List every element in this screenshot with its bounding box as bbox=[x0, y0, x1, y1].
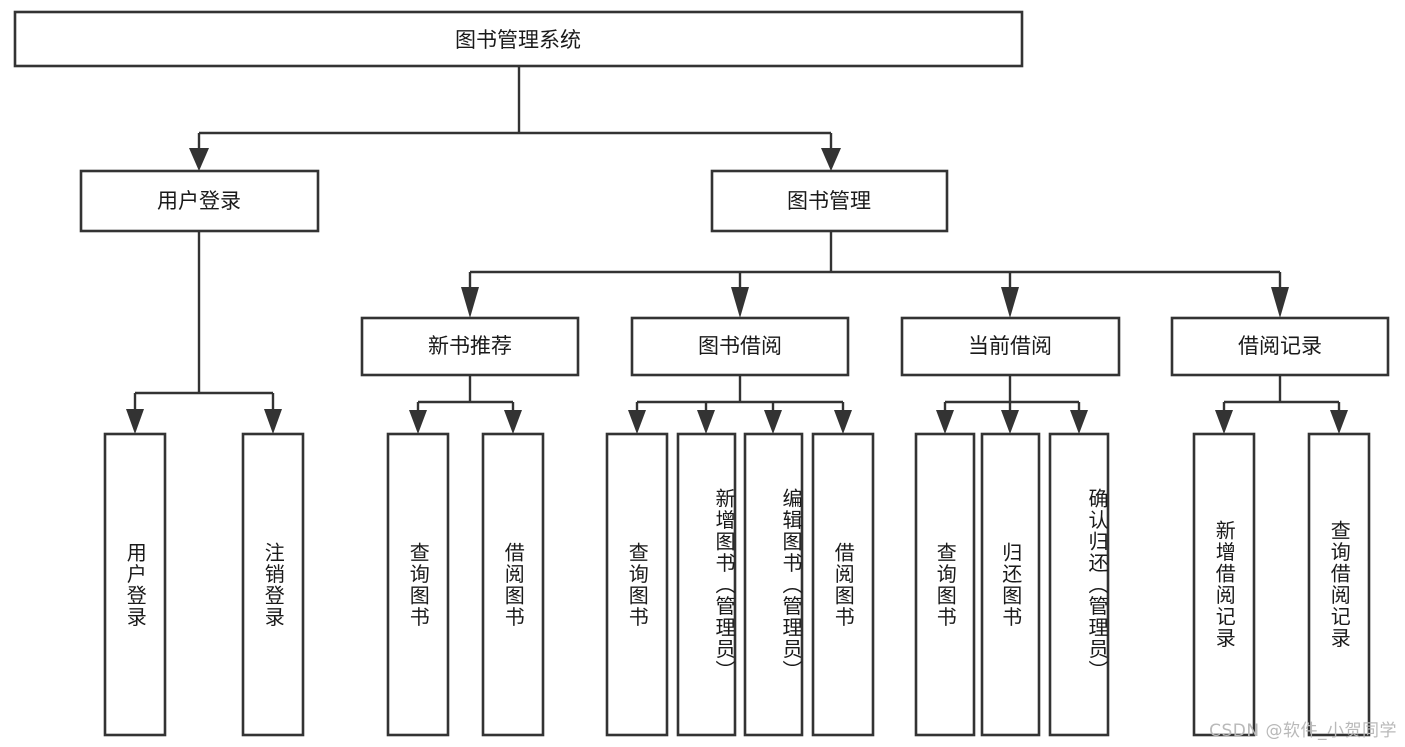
arrow-head-leaf-query-record bbox=[1330, 410, 1348, 434]
node-leaf-borrow-book-1-label: 借阅图书 bbox=[501, 541, 526, 628]
node-current-borrow-label: 当前借阅 bbox=[968, 334, 1052, 358]
arrow-head-book-borrow bbox=[731, 287, 749, 318]
node-leaf-user-login-label: 用户登录 bbox=[123, 541, 148, 628]
node-leaf-return-book-label: 归还图书 bbox=[998, 541, 1023, 628]
arrow-head-leaf-add-book bbox=[697, 410, 715, 434]
arrow-head-borrow-record bbox=[1271, 287, 1289, 318]
connector-group-book-management bbox=[461, 231, 1289, 318]
node-leaf-query-record-label: 查询借阅记录 bbox=[1327, 520, 1352, 649]
arrow-head-leaf-user-logout bbox=[264, 409, 282, 434]
node-book-borrow-label: 图书借阅 bbox=[698, 334, 782, 358]
node-leaf-user-logout-label: 注销登录 bbox=[261, 541, 286, 628]
arrow-head-leaf-edit-book bbox=[764, 410, 782, 434]
connector-group-book-borrow bbox=[628, 375, 852, 434]
connector-group-root bbox=[189, 66, 841, 171]
node-borrow-record-label: 借阅记录 bbox=[1238, 334, 1322, 358]
connector-group-current-borrow bbox=[936, 375, 1088, 434]
node-book-management[interactable]: 图书管理 bbox=[710, 169, 949, 233]
node-leaf-query-book-2-label: 查询图书 bbox=[625, 541, 650, 628]
node-user-login-box[interactable] bbox=[79, 169, 320, 233]
node-leaf-confirm-return-label: 确认归还（管理员） bbox=[1085, 488, 1109, 682]
node-book-management-label: 图书管理 bbox=[787, 189, 871, 213]
node-leaf-borrow-book-2-label: 借阅图书 bbox=[831, 541, 856, 628]
node-leaf-query-book-3-box[interactable] bbox=[914, 432, 976, 737]
node-leaf-query-book-3-label: 查询图书 bbox=[933, 541, 958, 628]
node-leaf-add-book-label: 新增图书（管理员） bbox=[712, 488, 736, 682]
node-user-login[interactable]: 用户登录 bbox=[79, 169, 320, 233]
arrow-head-current-borrow bbox=[1001, 287, 1019, 318]
node-book-borrow[interactable]: 图书借阅 bbox=[630, 316, 850, 377]
node-leaf-add-record-box[interactable] bbox=[1192, 432, 1256, 737]
node-current-borrow-box[interactable] bbox=[900, 316, 1121, 377]
node-leaf-borrow-book-2-box[interactable] bbox=[811, 432, 875, 737]
csdn-watermark: CSDN @软件_小贺同学 bbox=[1209, 721, 1397, 741]
node-root[interactable]: 图书管理系统 bbox=[13, 10, 1024, 68]
node-leaf-user-logout-box[interactable] bbox=[241, 432, 305, 737]
node-leaf-query-record-box[interactable] bbox=[1307, 432, 1371, 737]
arrow-head-leaf-add-record bbox=[1215, 410, 1233, 434]
node-leaf-add-record-label: 新增借阅记录 bbox=[1212, 520, 1237, 649]
node-leaf-query-book-1-label: 查询图书 bbox=[406, 541, 431, 628]
connector-group-user-login bbox=[126, 231, 282, 434]
arrow-head-leaf-query-book-1 bbox=[409, 410, 427, 434]
connector-group-borrow-record bbox=[1215, 375, 1348, 434]
node-new-book-recommend[interactable]: 新书推荐 bbox=[360, 316, 580, 377]
node-leaf-edit-book-label: 编辑图书（管理员） bbox=[779, 488, 803, 682]
node-leaf-user-login-box[interactable] bbox=[103, 432, 167, 737]
node-root-box[interactable] bbox=[13, 10, 1024, 68]
node-book-management-box[interactable] bbox=[710, 169, 949, 233]
node-leaf-edit-book-box[interactable] bbox=[743, 432, 804, 737]
node-leaf-borrow-book-1-box[interactable] bbox=[481, 432, 545, 737]
node-borrow-record-box[interactable] bbox=[1170, 316, 1390, 377]
node-book-borrow-box[interactable] bbox=[630, 316, 850, 377]
node-user-login-label: 用户登录 bbox=[157, 189, 241, 213]
node-new-book-recommend-label: 新书推荐 bbox=[428, 334, 512, 358]
node-new-book-recommend-box[interactable] bbox=[360, 316, 580, 377]
arrow-head-user-login bbox=[189, 148, 209, 171]
connector-group-new-book-recommend bbox=[409, 375, 522, 434]
node-leaf-query-book-1-box[interactable] bbox=[386, 432, 450, 737]
arrow-head-leaf-user-login bbox=[126, 409, 144, 434]
node-leaf-add-book-box[interactable] bbox=[676, 432, 737, 737]
arrow-head-leaf-confirm-return bbox=[1070, 410, 1088, 434]
node-leaf-confirm-return-box[interactable] bbox=[1048, 432, 1110, 737]
node-leaf-return-book-box[interactable] bbox=[980, 432, 1041, 737]
node-borrow-record[interactable]: 借阅记录 bbox=[1170, 316, 1390, 377]
arrow-head-leaf-query-book-2 bbox=[628, 410, 646, 434]
arrow-head-leaf-return-book bbox=[1001, 410, 1019, 434]
arrow-head-new-book-recommend bbox=[461, 287, 479, 318]
node-current-borrow[interactable]: 当前借阅 bbox=[900, 316, 1121, 377]
node-leaf-query-book-2-box[interactable] bbox=[605, 432, 669, 737]
arrow-head-leaf-query-book-3 bbox=[936, 410, 954, 434]
node-root-label: 图书管理系统 bbox=[455, 28, 581, 52]
arrow-head-book-management bbox=[821, 148, 841, 171]
arrow-head-leaf-borrow-book-2 bbox=[834, 410, 852, 434]
arrow-head-leaf-borrow-book-1 bbox=[504, 410, 522, 434]
